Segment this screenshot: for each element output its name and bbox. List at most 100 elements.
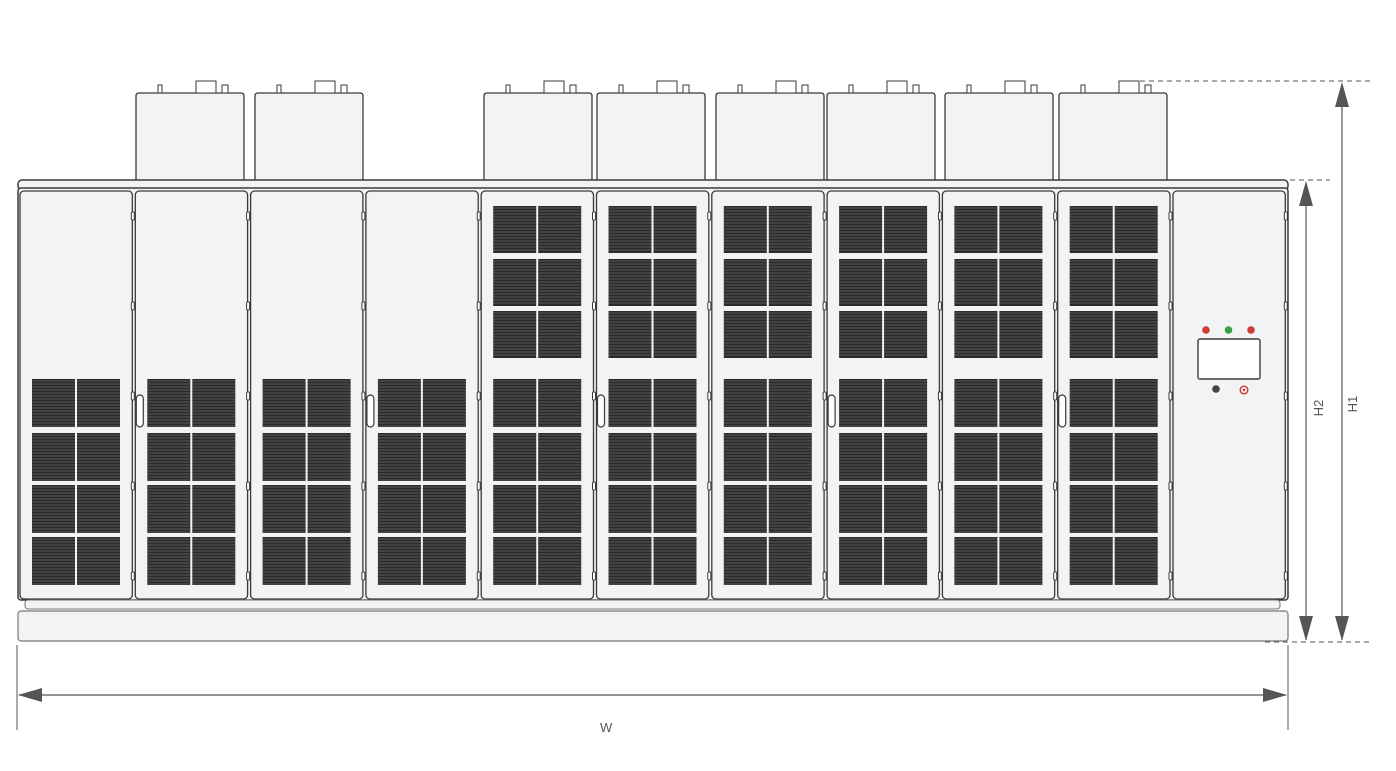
- vent-grille: [307, 537, 351, 585]
- height-cabinet-label: H2: [1311, 400, 1326, 417]
- vent-block: [493, 259, 537, 306]
- cabinet-door: [249, 190, 366, 600]
- vent-block: [653, 206, 697, 253]
- vent-grille: [1114, 379, 1158, 427]
- vent-grille: [608, 379, 652, 427]
- vent-grille: [839, 311, 883, 358]
- vent-grille: [723, 311, 767, 358]
- vent-block: [653, 311, 697, 358]
- vent-grille: [493, 311, 537, 358]
- vent-grille: [608, 259, 652, 306]
- vent-grille: [538, 537, 582, 585]
- fan-plug: [1144, 84, 1152, 94]
- vent-grille: [839, 537, 883, 585]
- door-hinge: [130, 211, 135, 221]
- vent-grille: [884, 537, 928, 585]
- door-hinge: [361, 481, 366, 491]
- vent-block: [954, 311, 998, 358]
- vent-block: [768, 259, 812, 306]
- vent-block: [723, 311, 767, 358]
- vent-grille: [999, 433, 1043, 481]
- door-hinge: [707, 571, 712, 581]
- vent-grille: [77, 379, 120, 427]
- fan-pin: [1080, 84, 1086, 94]
- vent-grille: [723, 537, 767, 585]
- fan-pin: [157, 84, 163, 94]
- fan-housing: [1058, 92, 1168, 180]
- vent-grille: [147, 485, 191, 533]
- vent-grille: [32, 485, 75, 533]
- vent-block: [608, 206, 652, 253]
- vent-grille: [493, 433, 537, 481]
- door-hinge: [937, 571, 942, 581]
- vent-grille: [262, 485, 306, 533]
- vent-grille: [262, 379, 306, 427]
- vent-grille: [768, 379, 812, 427]
- h1-arrow-top: [1335, 82, 1349, 107]
- fan-housing: [135, 92, 245, 180]
- door-hinge: [361, 211, 366, 221]
- door-hinge: [822, 481, 827, 491]
- door-hinge: [246, 481, 251, 491]
- vent-grille: [954, 206, 998, 253]
- h1-arrow-bottom: [1335, 616, 1349, 641]
- vent-block: [768, 311, 812, 358]
- vent-block: [1069, 259, 1113, 306]
- vent-grille: [493, 379, 537, 427]
- door-handle: [135, 394, 144, 428]
- fan-housing: [944, 92, 1054, 180]
- door-hinge: [937, 211, 942, 221]
- vent-grille: [723, 259, 767, 306]
- vent-grille: [538, 485, 582, 533]
- vent-grille: [839, 206, 883, 253]
- vent-grille: [723, 433, 767, 481]
- door-hinge: [592, 571, 596, 581]
- door-panel: [1172, 190, 1286, 600]
- vent-grille: [608, 206, 652, 253]
- vent-grille: [422, 433, 466, 481]
- vent-grille: [422, 485, 466, 533]
- vent-grille: [538, 311, 582, 358]
- door-hinge: [707, 301, 712, 311]
- vent-grille: [538, 379, 582, 427]
- vent-grille: [653, 537, 697, 585]
- fan-housing: [254, 92, 364, 180]
- fan-connector: [886, 80, 908, 94]
- vent-block: [768, 206, 812, 253]
- vent-grille: [608, 311, 652, 358]
- cabinet-door: [134, 190, 251, 600]
- h2-arrow-top: [1299, 181, 1313, 206]
- width-label: W: [600, 720, 613, 735]
- door-hinge: [707, 391, 712, 401]
- vent-grille: [377, 537, 421, 585]
- vent-grille: [307, 433, 351, 481]
- vent-block: [954, 206, 998, 253]
- vent-block: [884, 311, 928, 358]
- vent-grille: [77, 537, 120, 585]
- fan-connector: [775, 80, 797, 94]
- vent-grille: [147, 433, 191, 481]
- fan-connector: [314, 80, 336, 94]
- vent-grille: [653, 206, 697, 253]
- vent-block: [493, 206, 537, 253]
- door-hinge: [592, 391, 596, 401]
- vent-grille: [653, 259, 697, 306]
- vent-block: [493, 311, 537, 358]
- vent-grille: [262, 537, 306, 585]
- vent-grille: [999, 537, 1043, 585]
- h2-arrow-bottom: [1299, 616, 1313, 641]
- indicator-lamp: [1247, 326, 1255, 334]
- dark-button: [1212, 385, 1220, 393]
- door-hinge: [246, 211, 251, 221]
- door-hinge: [1053, 481, 1058, 491]
- vent-grille: [723, 379, 767, 427]
- vent-grille: [1069, 433, 1113, 481]
- vent-grille: [768, 259, 812, 306]
- door-hinge: [1053, 211, 1058, 221]
- door-hinge: [592, 301, 596, 311]
- indicator-lamp: [1202, 326, 1210, 334]
- vent-grille: [608, 537, 652, 585]
- vent-grille: [377, 485, 421, 533]
- door-handle: [827, 394, 836, 428]
- vent-grille: [262, 433, 306, 481]
